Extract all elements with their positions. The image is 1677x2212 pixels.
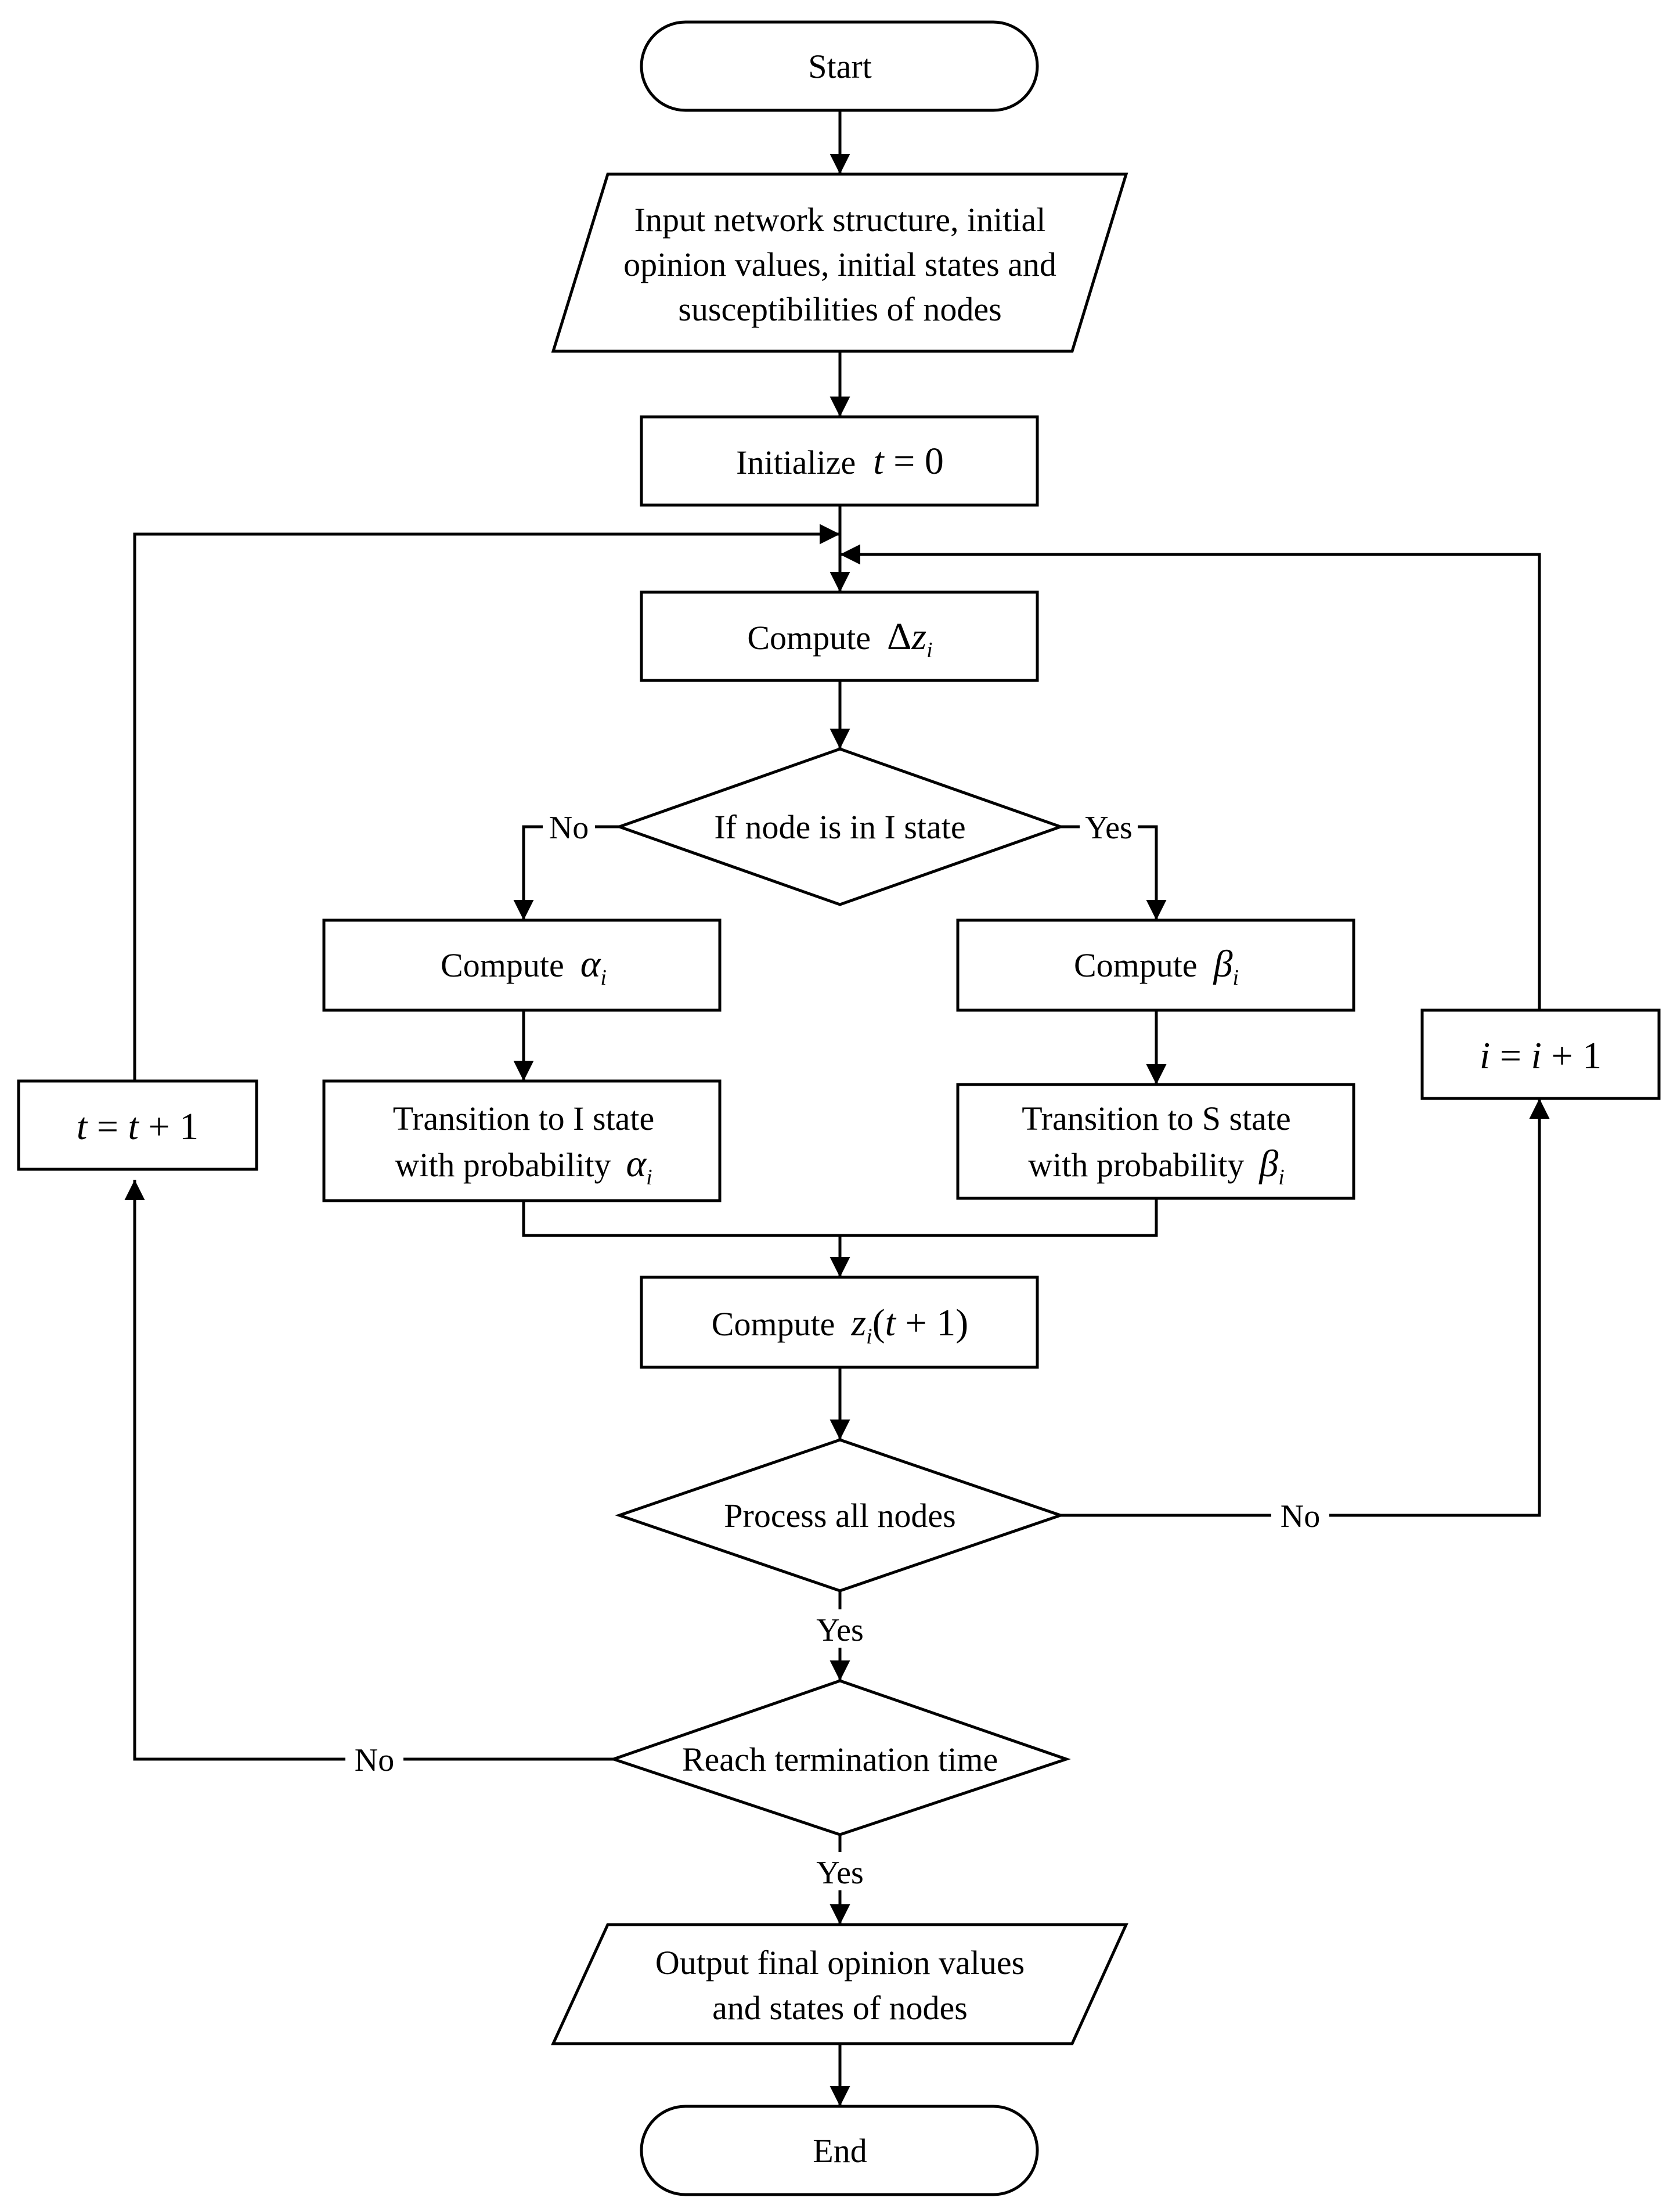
node-end: End	[640, 2105, 1039, 2196]
edge-term-no	[124, 1180, 614, 1761]
output-text-line2: and states of nodes	[712, 1989, 968, 2027]
label-no-term: No	[355, 1742, 394, 1778]
node-i-increment: i = i + 1	[1420, 1008, 1661, 1100]
edge-process-no	[1061, 1098, 1550, 1517]
node-output: Output final opinion values and states o…	[551, 1923, 1128, 2045]
edge-join	[522, 1198, 1158, 1237]
t-increment-text: t = t + 1	[77, 1105, 199, 1148]
start-text: Start	[808, 48, 872, 85]
label-yes-process: Yes	[816, 1612, 863, 1648]
label-yes-state: Yes	[1085, 810, 1132, 846]
i-increment-text: i = i + 1	[1480, 1035, 1602, 1077]
input-text-line2: opinion values, initial states and	[623, 246, 1056, 283]
end-text: End	[813, 2132, 867, 2170]
edge-tinc-loop	[133, 524, 840, 1081]
output-text-line1: Output final opinion values	[655, 1944, 1025, 1982]
edge-iinc-loop	[840, 544, 1541, 1010]
decision-state-text: If node is in I state	[714, 808, 965, 846]
transition-i-line1: Transition to I state	[393, 1100, 655, 1137]
label-no-state: No	[549, 810, 589, 846]
transition-s-line1: Transition to S state	[1022, 1100, 1291, 1137]
node-input: Input network structure, initial opinion…	[551, 172, 1128, 353]
node-decision-process: Process all nodes	[615, 1438, 1065, 1593]
decision-process-text: Process all nodes	[724, 1497, 956, 1534]
node-start: Start	[640, 20, 1039, 112]
node-decision-term: Reach termination time	[609, 1679, 1071, 1836]
input-text-line3: susceptibilities of nodes	[678, 290, 1001, 328]
node-t-increment: t = t + 1	[17, 1079, 258, 1171]
node-decision-state: If node is in I state	[615, 747, 1065, 906]
input-text-line1: Input network structure, initial	[634, 201, 1046, 239]
label-yes-term: Yes	[816, 1855, 863, 1891]
label-no-process: No	[1281, 1498, 1320, 1534]
edge-labels: No Yes No Yes No Yes	[345, 807, 1329, 1891]
decision-term-text: Reach termination time	[682, 1741, 998, 1778]
